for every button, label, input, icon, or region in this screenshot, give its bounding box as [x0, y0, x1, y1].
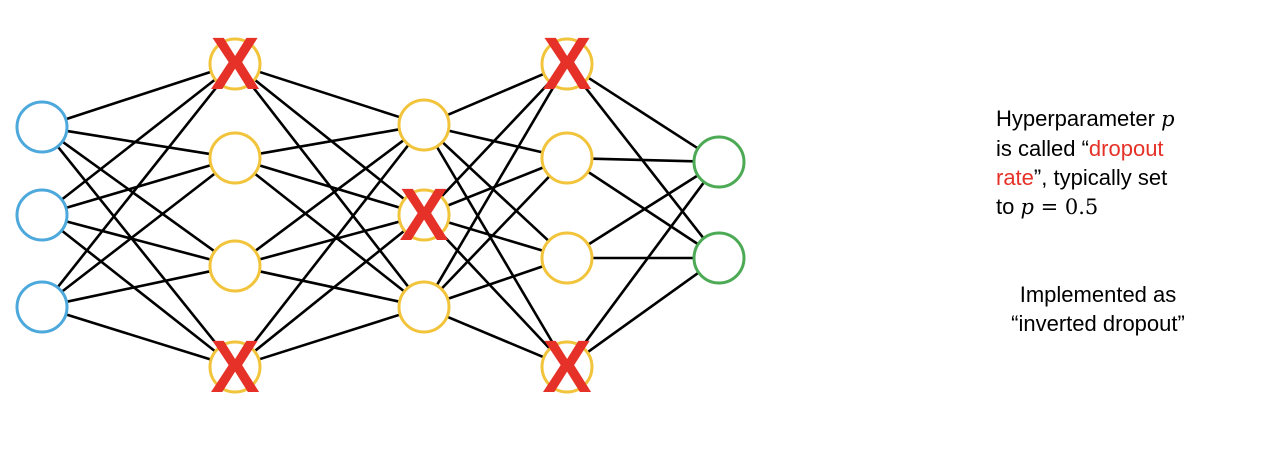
hidden-node-1-0: [208, 37, 262, 91]
edge-l0-n0-to-n2: [61, 140, 216, 253]
dropout-rate-note: Hyperparameter p is called “dropout rate…: [996, 104, 1256, 222]
edge-l2-n2-to-n2: [447, 264, 544, 301]
edge-l1-n1-to-n0: [259, 128, 400, 155]
hidden-node-2-1: [397, 188, 451, 242]
note-line-3: rate”, typically set: [996, 165, 1168, 190]
note-line-2: is called “dropout: [996, 136, 1164, 161]
note-line-1: Hyperparameter p: [996, 106, 1175, 131]
edge-l1-n1-to-n1: [258, 163, 401, 210]
hidden-node-1-3: [208, 340, 262, 394]
highlight-dropout: dropout: [1088, 136, 1164, 161]
dropout-x-mark-1-3: X: [210, 325, 259, 408]
output-node-4-0: [692, 135, 746, 189]
hidden-node-2-0: [397, 98, 451, 152]
network-edges: [56, 70, 706, 361]
edge-l0-n1-to-n2: [65, 220, 212, 261]
dropout-x-mark-1-0: X: [210, 22, 259, 105]
edge-l2-n1-to-n2: [447, 220, 544, 253]
edge-l2-n1-to-n0: [440, 81, 551, 198]
edge-l2-n1-to-n3: [440, 232, 551, 350]
network-nodes: [15, 37, 746, 394]
dropout-x-mark-2-1: X: [399, 173, 448, 256]
edge-l2-n2-to-n3: [446, 315, 545, 359]
edge-l1-n0-to-n1: [253, 78, 406, 201]
dropout-x-mark-3-0: X: [542, 22, 591, 105]
output-node-4-1: [692, 231, 746, 285]
edge-l1-n3-to-n1: [253, 229, 406, 353]
edge-l0-n2-to-n1: [60, 172, 217, 293]
edge-l0-n0-to-n1: [66, 129, 211, 156]
hidden-node-3-0: [540, 37, 594, 91]
edge-l2-n0-to-n1: [448, 129, 543, 154]
edge-l0-n0-to-n0: [65, 70, 212, 121]
dropout-marks: X X X X X: [210, 22, 591, 408]
edge-l2-n2-to-n0: [435, 84, 556, 287]
edge-l1-n1-to-n2: [253, 172, 406, 293]
edge-l1-n2-to-n1: [258, 220, 401, 261]
edge-l0-n0-to-n3: [56, 145, 221, 349]
var-p-2: p: [1020, 195, 1034, 219]
edge-l1-n3-to-n2: [258, 313, 401, 361]
edge-l1-n2-to-n0: [254, 138, 405, 253]
edge-l3-n0-to-n0: [587, 76, 699, 150]
input-node-0-1: [15, 188, 69, 242]
input-node-0-2: [15, 280, 69, 334]
edge-l1-n3-to-n0: [249, 143, 410, 349]
edge-l0-n2-to-n3: [65, 313, 212, 361]
edge-l3-n3-to-n1: [586, 271, 700, 354]
edge-l3-n3-to-n0: [580, 181, 706, 348]
edge-l1-n0-to-n0: [258, 70, 401, 119]
hidden-node-3-3: [540, 340, 594, 394]
note-line-4: to p = 0.5: [996, 194, 1099, 219]
hidden-node-1-1: [208, 131, 262, 185]
hidden-node-2-2: [397, 280, 451, 334]
edge-l3-n2-to-n0: [587, 174, 699, 246]
highlight-rate: rate: [996, 165, 1034, 190]
edge-l0-n2-to-n0: [56, 82, 221, 289]
edge-l1-n2-to-n2: [259, 270, 400, 303]
input-node-0-0: [15, 100, 69, 154]
edge-l0-n1-to-n0: [60, 78, 217, 201]
dropout-x-mark-3-3: X: [542, 325, 591, 408]
hidden-node-3-1: [540, 131, 594, 185]
edge-l3-n1-to-n0: [591, 157, 695, 163]
edge-l2-n2-to-n1: [440, 175, 551, 290]
var-p: p: [1161, 107, 1175, 131]
hidden-node-1-2: [208, 239, 262, 293]
dropout-network-diagram: X X X X X: [15, 22, 746, 408]
inverted-dropout-note: Implemented as “inverted dropout”: [968, 280, 1228, 338]
edge-l0-n2-to-n2: [66, 269, 211, 304]
implemented-line-1: Implemented as: [1019, 282, 1177, 307]
equation-value: = 0.5: [1033, 195, 1099, 219]
edge-l2-n0-to-n0: [446, 72, 545, 117]
hidden-node-3-2: [540, 231, 594, 285]
edge-l2-n0-to-n2: [441, 141, 550, 242]
implemented-line-2: “inverted dropout”: [1011, 311, 1185, 336]
edge-l3-n1-to-n1: [587, 170, 699, 246]
